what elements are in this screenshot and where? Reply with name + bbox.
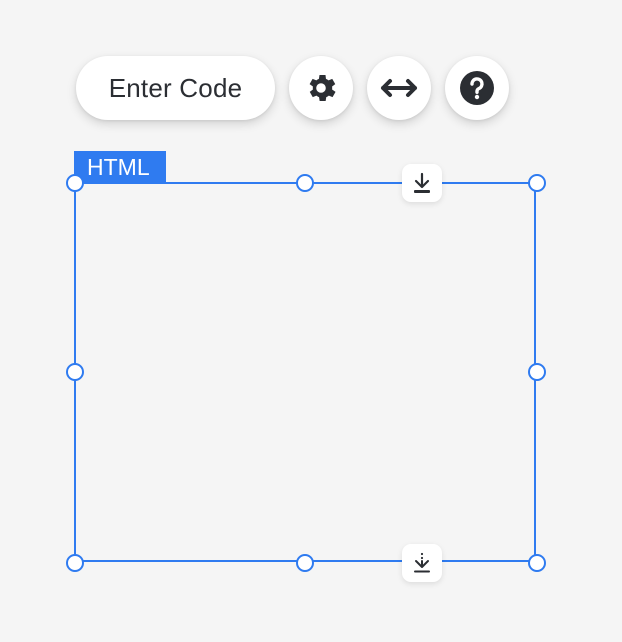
question-mark-icon <box>460 71 494 105</box>
dotted-download-icon <box>414 552 430 573</box>
resize-handle-right[interactable] <box>528 363 546 381</box>
gear-icon <box>309 74 336 102</box>
resize-handle-bottom-right[interactable] <box>528 554 546 572</box>
html-element-frame[interactable] <box>74 182 536 562</box>
element-type-tag: HTML <box>74 151 166 183</box>
enter-code-label: Enter Code <box>108 72 243 103</box>
resize-handle-top-left[interactable] <box>66 174 84 192</box>
enter-code-button[interactable]: Enter Code <box>76 56 275 120</box>
stretch-button[interactable] <box>367 56 431 120</box>
top-anchor-button[interactable] <box>402 164 442 202</box>
resize-handle-top[interactable] <box>296 174 314 192</box>
resize-handle-bottom[interactable] <box>296 554 314 572</box>
resize-handle-top-right[interactable] <box>528 174 546 192</box>
bottom-anchor-button[interactable] <box>402 544 442 582</box>
left-right-arrow-icon <box>381 79 417 97</box>
resize-handle-bottom-left[interactable] <box>66 554 84 572</box>
resize-handle-left[interactable] <box>66 363 84 381</box>
help-button[interactable] <box>445 56 509 120</box>
settings-button[interactable] <box>289 56 353 120</box>
download-icon <box>414 172 430 193</box>
